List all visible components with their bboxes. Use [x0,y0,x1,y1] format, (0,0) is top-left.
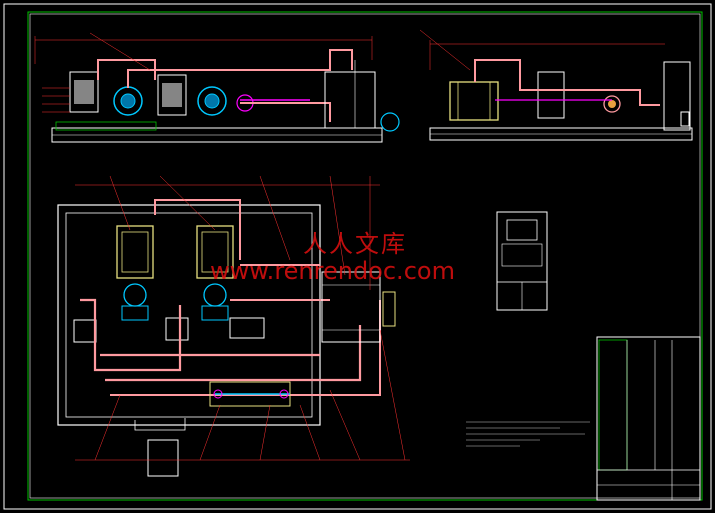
notes-block [466,421,590,447]
title-block [596,336,701,501]
side-elevation [419,29,693,141]
plan-view [57,175,410,477]
front-elevation [34,32,400,143]
drawing-border-inner [29,13,701,499]
outer-frame [3,3,712,510]
drawing-border [27,11,703,501]
control-cabinet [496,211,548,311]
